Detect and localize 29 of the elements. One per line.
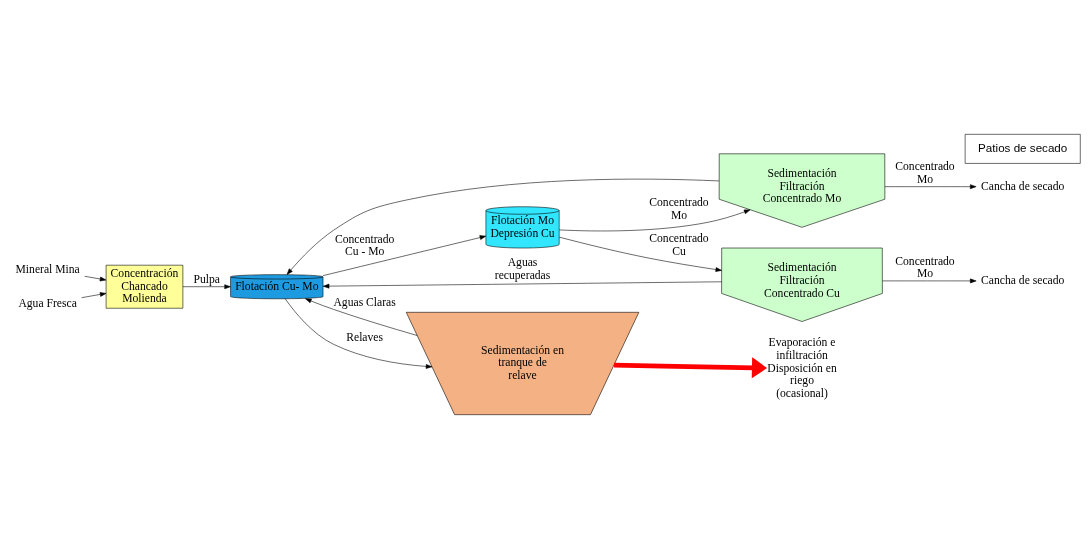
arrow bbox=[182, 283, 231, 289]
edge-label: Aguas recuperadas bbox=[494, 255, 551, 282]
node-text: Mineral Mina bbox=[15, 262, 80, 276]
edge-label: Pulpa bbox=[193, 272, 220, 286]
node-text: Cancha de secado bbox=[981, 179, 1065, 193]
arrow bbox=[81, 291, 107, 298]
node-text: Agua Fresca bbox=[18, 295, 77, 309]
edge-label: Aguas Claras bbox=[333, 295, 396, 309]
arrow bbox=[284, 298, 433, 369]
arrow bbox=[614, 356, 768, 378]
arrow bbox=[322, 234, 487, 276]
edge-label: Relaves bbox=[346, 330, 384, 344]
node-text: Cancha de secado bbox=[981, 273, 1065, 287]
arrow bbox=[84, 275, 107, 281]
node-box: Patios de secado bbox=[964, 133, 1081, 164]
arrow bbox=[286, 178, 720, 275]
edge-label: Concentrado Mo bbox=[649, 195, 709, 222]
arrow bbox=[305, 297, 418, 336]
edge-label: Concentrado Cu - Mo bbox=[334, 232, 395, 258]
edge-label: Concentrado Mo bbox=[895, 254, 955, 280]
arrow bbox=[882, 278, 977, 283]
arrow bbox=[884, 183, 977, 189]
arrow bbox=[559, 236, 722, 272]
node-box: Concentración Chancado Molienda bbox=[105, 264, 184, 309]
edge-label: Concentrado Mo bbox=[895, 159, 955, 186]
arrow bbox=[559, 209, 751, 231]
node-text: Evaporación e infiltración Disposición en riego (ocasional) bbox=[767, 335, 837, 400]
arrow bbox=[322, 281, 722, 288]
edge-label: Concentrado Cu bbox=[649, 231, 709, 258]
